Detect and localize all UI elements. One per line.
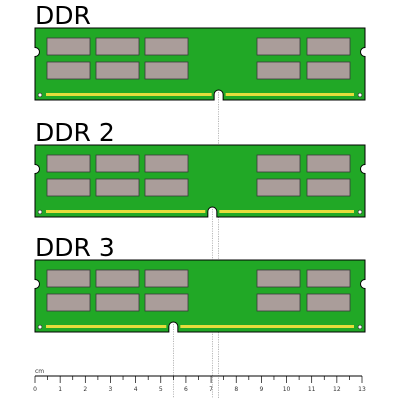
memory-chip	[95, 269, 140, 288]
memory-chip	[306, 154, 351, 173]
edge-contacts-left	[46, 93, 212, 96]
ruler-tick-label: 13	[358, 386, 366, 393]
ddr3-board	[34, 259, 366, 333]
memory-chip	[256, 293, 301, 312]
edge-contacts-right	[225, 93, 354, 96]
ddr2-module: DDR 2	[34, 118, 366, 218]
memory-chip	[306, 37, 351, 56]
memory-chip	[46, 154, 91, 173]
ddr3-label: DDR 3	[35, 233, 115, 262]
memory-chip	[256, 154, 301, 173]
mounting-hole	[37, 324, 43, 330]
memory-chip	[144, 178, 189, 197]
ddr2-board	[34, 144, 366, 218]
mounting-hole	[37, 209, 43, 215]
memory-chip	[95, 154, 140, 173]
memory-chip	[144, 61, 189, 80]
memory-chip	[95, 37, 140, 56]
memory-chip	[306, 269, 351, 288]
memory-chip	[95, 61, 140, 80]
ruler-tick-label: 7	[209, 386, 213, 393]
memory-chip	[306, 293, 351, 312]
edge-contacts-right	[219, 210, 354, 213]
memory-chip	[95, 293, 140, 312]
memory-chip	[306, 61, 351, 80]
ruler-tick-label: 6	[184, 386, 188, 393]
mounting-hole	[357, 324, 363, 330]
ruler-tick-label: 12	[333, 386, 341, 393]
ruler-tick-label: 8	[234, 386, 238, 393]
memory-chip	[46, 37, 91, 56]
ruler-tick-label: 4	[134, 386, 138, 393]
ruler-tick-label: 11	[308, 386, 316, 393]
mounting-hole	[357, 209, 363, 215]
memory-chip	[46, 178, 91, 197]
memory-chip	[46, 269, 91, 288]
memory-chip	[256, 37, 301, 56]
ddr3-module: DDR 3	[34, 233, 366, 333]
ruler-unit-label: cm	[35, 368, 44, 375]
memory-chip	[306, 178, 351, 197]
ruler-tick-label: 2	[83, 386, 87, 393]
memory-chip	[144, 37, 189, 56]
edge-contacts-left	[46, 210, 206, 213]
ruler-tick-label: 9	[259, 386, 263, 393]
ddr-board	[34, 27, 366, 101]
memory-chip	[144, 154, 189, 173]
ddr2-label: DDR 2	[35, 118, 115, 147]
memory-chip	[144, 269, 189, 288]
memory-chip	[46, 61, 91, 80]
ruler-tick-label: 10	[283, 386, 291, 393]
ddr-label: DDR	[35, 1, 91, 30]
ruler-tick-label: 5	[159, 386, 163, 393]
memory-chip	[256, 61, 301, 80]
mounting-hole	[357, 92, 363, 98]
memory-chip	[256, 178, 301, 197]
edge-contacts-left	[46, 325, 167, 328]
ruler-tick-label: 1	[58, 386, 62, 393]
ddr-module: DDR	[34, 1, 366, 101]
ruler-tick-label: 0	[33, 386, 37, 393]
memory-chip	[46, 293, 91, 312]
edge-contacts-right	[180, 325, 354, 328]
memory-chip	[144, 293, 189, 312]
ruler-tick-label: 3	[109, 386, 113, 393]
memory-chip	[256, 269, 301, 288]
memory-chip	[95, 178, 140, 197]
mounting-hole	[37, 92, 43, 98]
notch-guide-lines	[172, 92, 219, 398]
